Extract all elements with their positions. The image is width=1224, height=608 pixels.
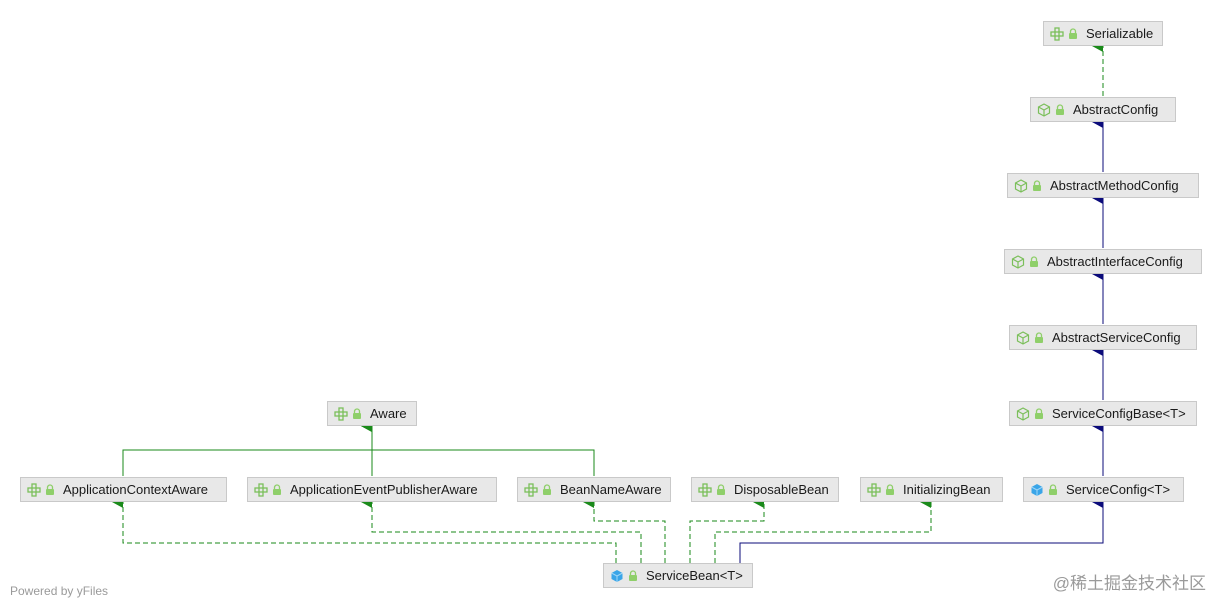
node-label: AbstractConfig <box>1073 102 1159 117</box>
node-initializingbean[interactable]: InitializingBean <box>860 477 1003 502</box>
edge-servicebean-applicationeventpublisheraware <box>361 496 642 563</box>
lock-icon <box>543 483 551 495</box>
node-label: AbstractInterfaceConfig <box>1047 254 1183 269</box>
node-label: ServiceConfigBase<T> <box>1052 406 1186 421</box>
node-abstractinterfaceconfig[interactable]: AbstractInterfaceConfig <box>1004 249 1202 274</box>
interface-icon <box>524 482 538 497</box>
node-serializable[interactable]: Serializable <box>1043 21 1163 46</box>
abstract-class-icon <box>1016 406 1030 421</box>
abstract-class-icon <box>1011 254 1025 269</box>
node-label: ServiceBean<T> <box>646 568 743 583</box>
lock-icon <box>717 483 725 495</box>
interface-icon <box>254 482 268 497</box>
lock-icon <box>1033 179 1041 191</box>
node-label: Serializable <box>1086 26 1154 41</box>
node-servicebean[interactable]: ServiceBean<T> <box>603 563 753 588</box>
node-abstractserviceconfig[interactable]: AbstractServiceConfig <box>1009 325 1197 350</box>
node-label: AbstractMethodConfig <box>1050 178 1179 193</box>
interface-icon <box>1050 26 1064 41</box>
node-label: ApplicationContextAware <box>63 482 209 497</box>
lock-icon <box>1035 407 1043 419</box>
edge-servicebean-beannameaware <box>583 496 666 563</box>
node-beannameaware[interactable]: BeanNameAware <box>517 477 671 502</box>
node-label: ServiceConfig<T> <box>1066 482 1171 497</box>
node-label: ApplicationEventPublisherAware <box>290 482 478 497</box>
node-label: AbstractServiceConfig <box>1052 330 1181 345</box>
lock-icon <box>1049 483 1057 495</box>
class-icon <box>611 569 623 582</box>
edge-servicebean-disposablebean <box>689 496 765 563</box>
lock-icon <box>886 483 894 495</box>
node-abstractconfig[interactable]: AbstractConfig <box>1030 97 1176 122</box>
node-disposablebean[interactable]: DisposableBean <box>691 477 839 502</box>
node-serviceconfig[interactable]: ServiceConfig<T> <box>1023 477 1184 502</box>
lock-icon <box>46 483 54 495</box>
lock-icon <box>1056 103 1064 115</box>
node-aware[interactable]: Aware <box>327 401 417 426</box>
edge-servicebean-initializingbean <box>714 496 932 563</box>
edge-applicationcontextaware-aware <box>122 420 373 476</box>
node-label: InitializingBean <box>903 482 991 497</box>
powered-by-footer: Powered by yFiles <box>10 584 109 598</box>
node-label: DisposableBean <box>734 482 829 497</box>
interface-icon <box>698 482 712 497</box>
abstract-class-icon <box>1037 102 1051 117</box>
lock-icon <box>1030 255 1038 267</box>
interface-icon <box>867 482 881 497</box>
node-serviceconfigbase[interactable]: ServiceConfigBase<T> <box>1009 401 1197 426</box>
abstract-class-icon <box>1016 330 1030 345</box>
interface-icon <box>334 406 348 421</box>
abstract-class-icon <box>1014 178 1028 193</box>
node-applicationcontextaware[interactable]: ApplicationContextAware <box>20 477 227 502</box>
node-label: BeanNameAware <box>560 482 662 497</box>
node-applicationeventpublisheraware[interactable]: ApplicationEventPublisherAware <box>247 477 497 502</box>
edge-servicebean-applicationcontextaware <box>112 496 617 563</box>
lock-icon <box>1035 331 1043 343</box>
lock-icon <box>353 407 361 419</box>
node-label: Aware <box>370 406 407 421</box>
lock-icon <box>273 483 281 495</box>
lock-icon <box>1069 27 1077 39</box>
node-abstractmethodconfig[interactable]: AbstractMethodConfig <box>1007 173 1199 198</box>
interface-icon <box>27 482 41 497</box>
class-icon <box>1031 483 1043 496</box>
watermark: @稀土掘金技术社区 <box>1052 574 1206 593</box>
lock-icon <box>629 569 637 581</box>
edge-beannameaware-aware <box>361 420 595 476</box>
edge-servicebean-serviceconfig <box>739 496 1104 563</box>
